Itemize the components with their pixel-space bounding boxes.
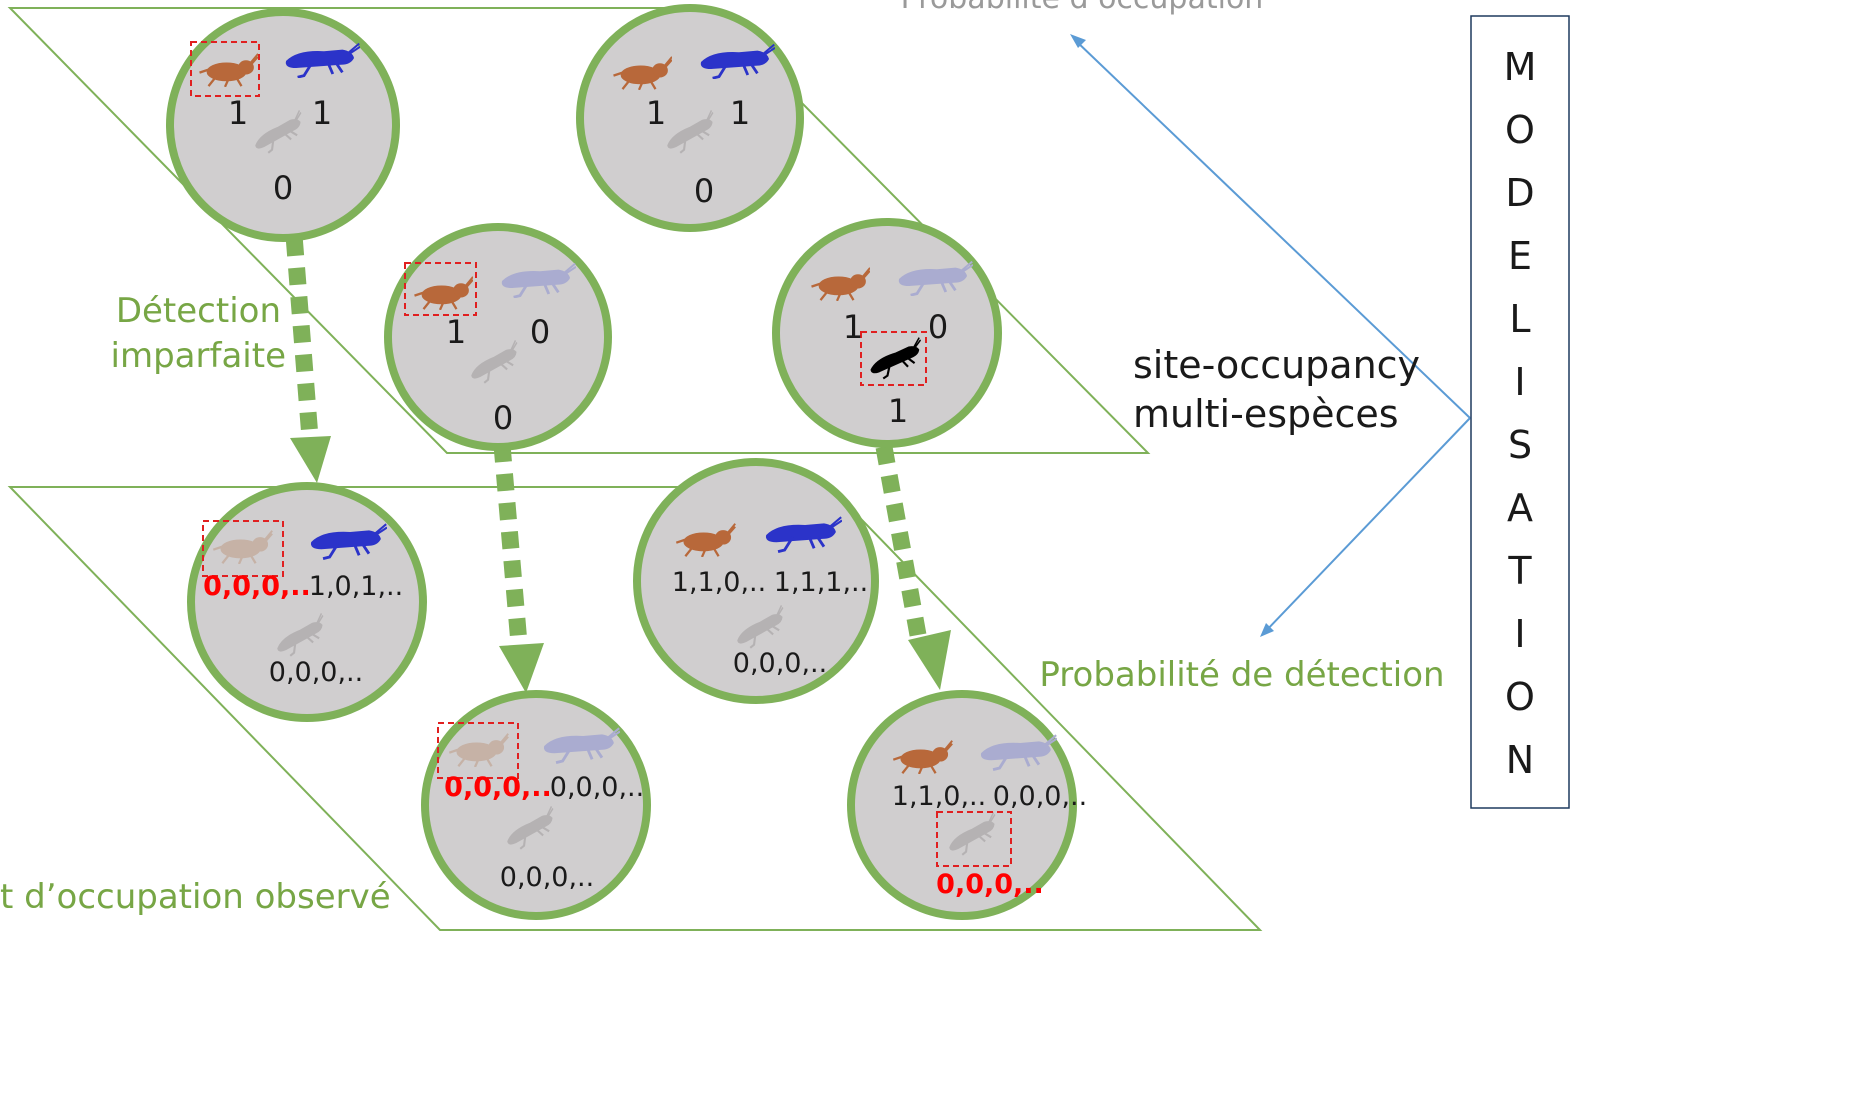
species-c-value: 0 — [493, 399, 513, 437]
imperfect-detection-label-1: Détection — [116, 291, 281, 331]
modelisation-letter: L — [1509, 297, 1530, 341]
missed-detection-box — [437, 722, 519, 779]
missed-detection-box — [936, 811, 1012, 867]
modelisation-letter: O — [1505, 675, 1535, 719]
species-c-history: 0,0,0,.. — [500, 862, 594, 893]
species-a-value: 1 — [843, 308, 863, 346]
species-a-value: 1 — [446, 313, 466, 351]
modelisation-letter: I — [1514, 360, 1525, 404]
occupation-arrow — [1070, 34, 1471, 419]
species-b-history: 1,1,1,.. — [774, 567, 868, 598]
occupation-probability-label: Probabilité d’occupation — [901, 0, 1264, 16]
species-b-value: 1 — [312, 94, 332, 132]
observed-state-label: t d’occupation observé — [0, 877, 391, 917]
missed-detection-box — [190, 41, 260, 97]
species-b-value: 0 — [928, 308, 948, 346]
imperfect-detection-label-2: imparfaite — [111, 336, 286, 376]
species-a-history: 0,0,0,.. — [444, 772, 552, 803]
observed-site-4: 1,1,0,.. 0,0,0,.. 0,0,0,.. — [847, 690, 1087, 920]
true-site-3: 1 0 0 — [384, 223, 612, 451]
detection-arrow-1 — [283, 209, 331, 483]
species-c-value: 0 — [273, 169, 293, 207]
modelisation-letter: M — [1504, 45, 1537, 89]
modelisation-letter: S — [1508, 423, 1532, 467]
model-label-1: site-occupancy — [1133, 343, 1420, 387]
modelisation-letter: N — [1506, 738, 1534, 782]
species-a-history: 0,0,0,.. — [203, 571, 311, 602]
detection-arrow-3 — [875, 445, 951, 690]
species-c-history: 0,0,0,.. — [936, 869, 1044, 900]
species-a-value: 1 — [228, 94, 248, 132]
species-a-history: 1,1,0,.. — [892, 781, 986, 812]
species-c-history: 0,0,0,.. — [733, 648, 827, 679]
modelisation-letter: T — [1507, 549, 1532, 593]
missed-detection-box — [202, 520, 284, 577]
true-site-2: 1 1 0 — [576, 4, 804, 232]
species-b-value: 0 — [530, 313, 550, 351]
observed-site-2: 0,0,0,.. 0,0,0,.. 0,0,0,.. — [421, 690, 651, 920]
model-label-2: multi-espèces — [1133, 392, 1399, 436]
modelisation-letter: I — [1514, 612, 1525, 656]
observed-site-1: 0,0,0,.. 1,0,1,.. 0,0,0,.. — [187, 482, 427, 722]
species-c-value: 1 — [888, 392, 908, 430]
modelisation-letter: D — [1505, 171, 1534, 215]
observed-state-plane — [7, 486, 1263, 931]
species-c-value: 0 — [694, 172, 714, 210]
species-b-history: 1,0,1,.. — [309, 571, 403, 602]
species-a-history: 1,1,0,.. — [672, 567, 766, 598]
modelisation-letter: A — [1507, 486, 1533, 530]
detection-arrow — [1260, 417, 1471, 637]
detection-highlight-box — [860, 331, 927, 386]
observed-site-3: 1,1,0,.. 1,1,1,.. 0,0,0,.. — [633, 458, 879, 704]
species-b-history: 0,0,0,.. — [993, 781, 1087, 812]
species-a-value: 1 — [646, 94, 666, 132]
missed-detection-box — [404, 262, 477, 316]
modelisation-letter: E — [1508, 234, 1532, 278]
species-b-value: 1 — [730, 94, 750, 132]
detection-arrow-2 — [493, 444, 544, 693]
detection-probability-label: Probabilité de détection — [1039, 655, 1444, 695]
species-c-history: 0,0,0,.. — [269, 657, 363, 688]
modelisation-letter: O — [1505, 108, 1535, 152]
true-site-1: 1 1 0 — [166, 8, 400, 242]
species-b-history: 0,0,0,.. — [550, 772, 644, 803]
true-site-4: 1 0 1 — [772, 218, 1002, 448]
